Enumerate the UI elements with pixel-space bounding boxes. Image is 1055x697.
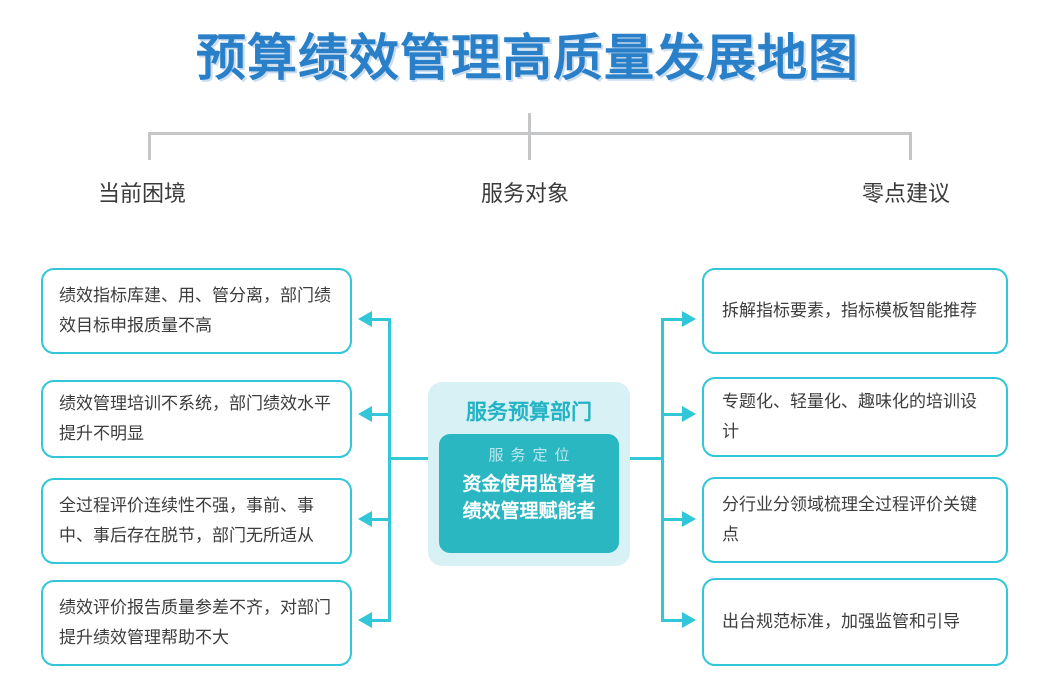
connector-line-right bbox=[663, 413, 682, 416]
suggestion-card[interactable]: 专题化、轻量化、趣味化的培训设计 bbox=[702, 377, 1008, 457]
column-header-problems: 当前困境 bbox=[98, 181, 187, 206]
suggestion-card-text: 出台规范标准，加强监管和引导 bbox=[722, 612, 960, 631]
problem-card[interactable]: 绩效管理培训不系统，部门绩效水平提升不明显 bbox=[41, 380, 352, 458]
service-positioning-card: 服务定位 资金使用监督者 绩效管理赋能者 bbox=[439, 434, 619, 553]
connector-line-right bbox=[663, 518, 682, 521]
problem-card[interactable]: 绩效指标库建、用、管分离，部门绩效目标申报质量不高 bbox=[41, 268, 352, 354]
service-target-panel[interactable]: 服务预算部门 服务定位 资金使用监督者 绩效管理赋能者 bbox=[428, 382, 630, 566]
arrow-left-icon bbox=[358, 612, 372, 628]
arrow-left-icon bbox=[358, 406, 372, 422]
suggestion-card[interactable]: 拆解指标要素，指标模板智能推荐 bbox=[702, 268, 1008, 354]
problem-card[interactable]: 全过程评价连续性不强，事前、事中、事后存在脱节，部门无所适从 bbox=[41, 478, 352, 564]
column-header-suggestions: 零点建议 bbox=[862, 181, 951, 206]
arrow-right-icon bbox=[682, 511, 696, 527]
connector-stub-right bbox=[628, 457, 664, 460]
arrow-right-icon bbox=[682, 406, 696, 422]
problem-card[interactable]: 绩效评价报告质量参差不齐，对部门提升绩效管理帮助不大 bbox=[41, 580, 352, 666]
suggestion-card[interactable]: 分行业分领域梳理全过程评价关键点 bbox=[702, 477, 1008, 563]
suggestion-card[interactable]: 出台规范标准，加强监管和引导 bbox=[702, 578, 1008, 666]
page-title: 预算绩效管理高质量发展地图 bbox=[196, 30, 859, 86]
problem-card-text: 全过程评价连续性不强，事前、事中、事后存在脱节，部门无所适从 bbox=[59, 496, 314, 545]
problem-card-text: 绩效指标库建、用、管分离，部门绩效目标申报质量不高 bbox=[59, 286, 331, 335]
service-role-line-1: 资金使用监督者 bbox=[462, 474, 596, 495]
connector-spine-left bbox=[388, 318, 391, 622]
problem-card-text: 绩效管理培训不系统，部门绩效水平提升不明显 bbox=[59, 394, 331, 443]
connector-line-left bbox=[372, 619, 391, 622]
connector-line-right bbox=[663, 318, 682, 321]
arrow-right-icon bbox=[682, 612, 696, 628]
service-target-title: 服务预算部门 bbox=[466, 401, 592, 424]
suggestion-card-text: 拆解指标要素，指标模板智能推荐 bbox=[722, 301, 977, 320]
problem-card-text: 绩效评价报告质量参差不齐，对部门提升绩效管理帮助不大 bbox=[59, 598, 331, 647]
suggestion-card-text: 分行业分领域梳理全过程评价关键点 bbox=[722, 495, 977, 544]
bracket-tick-right bbox=[909, 132, 912, 160]
arrow-right-icon bbox=[682, 311, 696, 327]
service-role-line-2: 绩效管理赋能者 bbox=[462, 501, 596, 522]
connector-line-left bbox=[372, 318, 391, 321]
suggestion-card-text: 专题化、轻量化、趣味化的培训设计 bbox=[722, 392, 977, 441]
connector-stub-left bbox=[388, 457, 430, 460]
bracket-tick-middle bbox=[528, 113, 531, 160]
connector-line-right bbox=[663, 619, 682, 622]
connector-line-left bbox=[372, 413, 391, 416]
arrow-left-icon bbox=[358, 511, 372, 527]
arrow-left-icon bbox=[358, 311, 372, 327]
bracket-tick-left bbox=[148, 132, 151, 160]
column-header-service: 服务对象 bbox=[481, 181, 570, 206]
service-positioning-label: 服务定位 bbox=[488, 447, 577, 464]
connector-line-left bbox=[372, 518, 391, 521]
connector-spine-right bbox=[661, 318, 664, 622]
